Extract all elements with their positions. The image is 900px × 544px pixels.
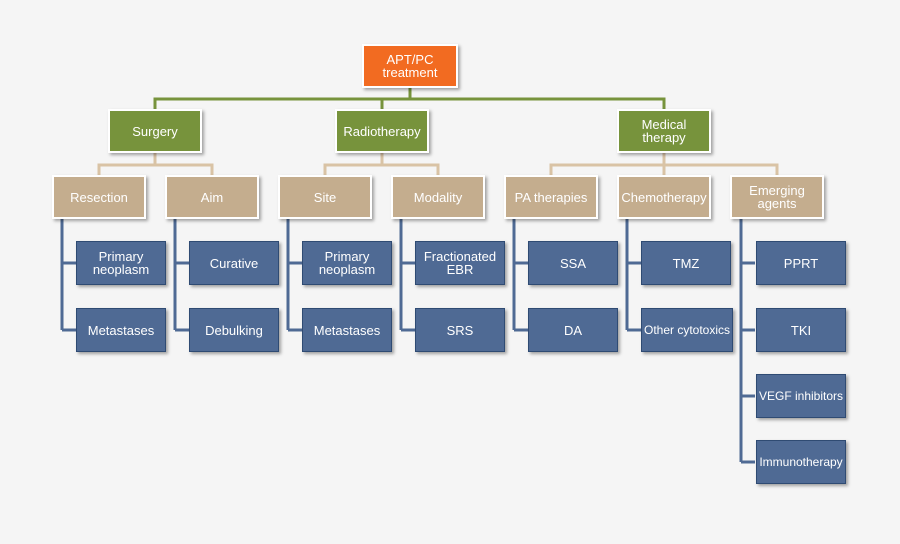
subcategory-chemotherapy: Chemotherapy xyxy=(617,175,711,219)
connector-category-bar-1 xyxy=(323,163,440,175)
item-resection-metastases: Metastases xyxy=(76,308,166,352)
subcategory-aim: Aim xyxy=(165,175,259,219)
item-modality-srs: SRS xyxy=(415,308,505,352)
item-emerging-pprt: PPRT xyxy=(756,241,846,285)
item-site-primary-neoplasm: Primary neoplasm xyxy=(302,241,392,285)
subcategory-resection: Resection xyxy=(52,175,146,219)
item-pa-da: DA xyxy=(528,308,618,352)
category-surgery: Surgery xyxy=(108,109,202,153)
subcategory-emerging-agents: Emerging agents xyxy=(730,175,824,219)
subcategory-pa-therapies: PA therapies xyxy=(504,175,598,219)
subcategory-site: Site xyxy=(278,175,372,219)
item-chemo-other-cytotoxics: Other cytotoxics xyxy=(641,308,733,352)
subcategory-modality: Modality xyxy=(391,175,485,219)
connector-root-bar xyxy=(153,97,666,109)
item-emerging-immunotherapy: Immunotherapy xyxy=(756,440,846,484)
item-emerging-vegf-inhibitors: VEGF inhibitors xyxy=(756,374,846,418)
root-node-apt-pc-treatment: APT/PC treatment xyxy=(362,44,458,88)
item-aim-curative: Curative xyxy=(189,241,279,285)
category-medical-therapy: Medical therapy xyxy=(617,109,711,153)
item-emerging-tki: TKI xyxy=(756,308,846,352)
item-modality-fractionated-ebr: Fractionated EBR xyxy=(415,241,505,285)
item-resection-primary-neoplasm: Primary neoplasm xyxy=(76,241,166,285)
connector-category-bar-0 xyxy=(97,163,214,175)
item-chemo-tmz: TMZ xyxy=(641,241,731,285)
item-site-metastases: Metastases xyxy=(302,308,392,352)
category-radiotherapy: Radiotherapy xyxy=(335,109,429,153)
item-pa-ssa: SSA xyxy=(528,241,618,285)
item-aim-debulking: Debulking xyxy=(189,308,279,352)
